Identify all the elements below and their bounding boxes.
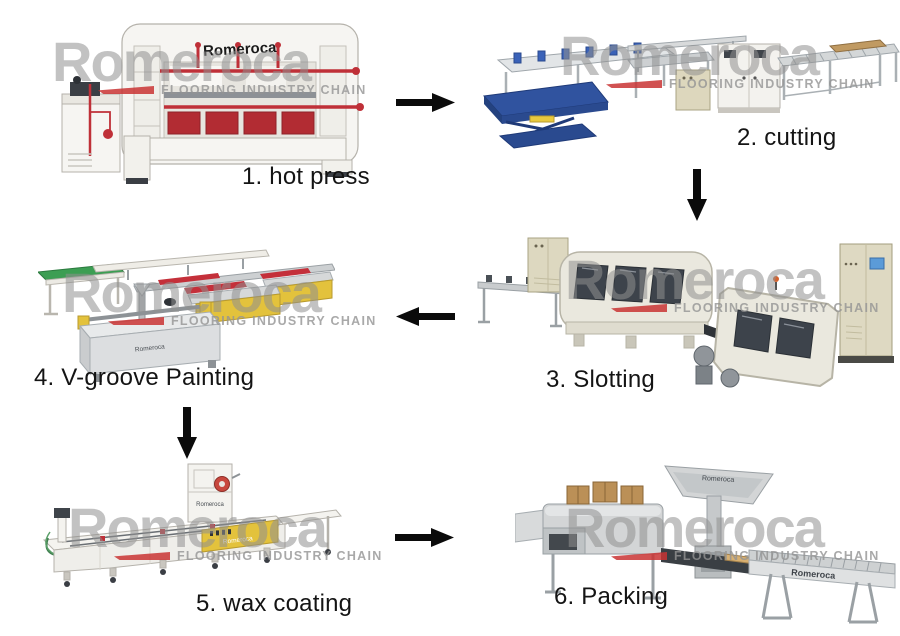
outfeed-table: [277, 509, 342, 555]
slotting-unit-b: [693, 276, 839, 388]
step-label-wax-coating: 5. wax coating: [196, 590, 353, 617]
front-table: Romeroca: [77, 301, 221, 382]
outfeed-roller-conveyor: Romeroca: [748, 549, 896, 624]
step-label-packing: 6. Packing: [554, 583, 669, 610]
flow-arrow-left-icon: [396, 307, 455, 326]
wax-coating-machine-illustration: Romeroca: [42, 463, 342, 587]
flow-arrow-down-icon: [687, 169, 707, 221]
step-label-cutting: 2. cutting: [737, 124, 837, 151]
machine-brand-plate: Romeroca: [702, 475, 735, 484]
press-frame: Romeroca: [121, 23, 364, 184]
step-label-slotting: 3. Slotting: [546, 366, 655, 393]
yellow-guard-panel: Romeroca: [201, 519, 279, 553]
machine-brand-plate: Romeroca: [135, 343, 166, 353]
machine-brand-plate: Romeroca: [223, 535, 254, 546]
v-groove-painting-machine-illustration: Romeroca: [38, 249, 335, 382]
control-cabinet: [717, 43, 781, 113]
infeed-tray: [515, 509, 546, 543]
outfeed-roller-conveyor: [777, 39, 900, 100]
slotting-unit-a: [559, 251, 713, 349]
machine-brand-plate: Romeroca: [196, 502, 224, 508]
flow-arrow-right-icon: [396, 93, 455, 112]
cutting-machine-illustration: [482, 35, 900, 149]
machine-bed: [42, 508, 288, 587]
scissor-lift-table: [482, 81, 609, 149]
green-belt-conveyor: [38, 263, 126, 316]
flow-arrow-right-icon: [395, 528, 454, 547]
machine-brand-plate: Romeroca: [791, 567, 837, 581]
glue-cabinet: [61, 76, 121, 173]
step-label-v-groove-painting: 4. V-groove Painting: [34, 364, 255, 391]
paint-funnel: [133, 283, 176, 321]
flow-arrow-down-icon: [177, 407, 197, 459]
painting-table-rear: [260, 268, 334, 307]
packing-machine-illustration: Romeroca Romeroca: [515, 465, 896, 624]
slotting-machine-illustration: [477, 237, 894, 388]
shrink-tunnel: [542, 481, 664, 600]
electrical-cabinet: [838, 243, 894, 363]
step-label-hot-press: 1. hot press: [242, 163, 370, 190]
hot-press-machine-illustration: Romeroca: [61, 23, 364, 184]
machine-brand-plate: Romeroca: [203, 39, 278, 60]
coating-tower: Romeroca: [187, 463, 241, 523]
painting-table-middle: [184, 281, 281, 325]
